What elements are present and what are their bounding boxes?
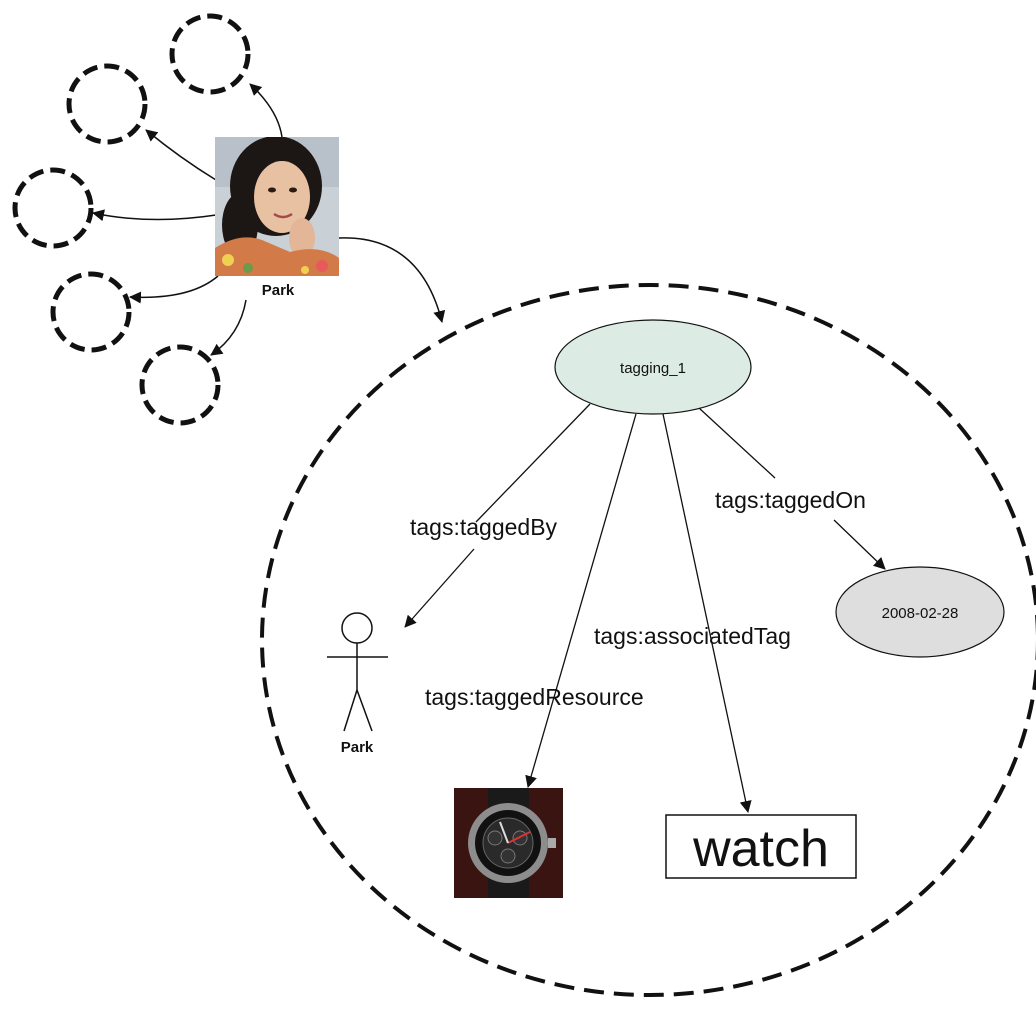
park-to-tagging-edge	[338, 237, 446, 323]
other-tagging-circles	[12, 13, 251, 426]
date-node	[835, 566, 1005, 658]
park-edge	[92, 209, 217, 222]
other-tagging-circle	[66, 63, 148, 145]
associated-tag-label: tags:associatedTag	[594, 623, 791, 649]
associated-tag-edge	[662, 413, 752, 813]
tagger-label: Park	[341, 739, 374, 756]
park-edge	[210, 299, 247, 356]
tagged-on-edge-head	[833, 519, 886, 570]
other-tagging-circle	[169, 13, 251, 95]
park-photo	[215, 137, 339, 276]
park-photo-label: Park	[262, 282, 295, 299]
tagging-edges	[404, 403, 886, 813]
tagged-by-edge	[475, 403, 591, 523]
tagged-resource-edge	[525, 413, 637, 788]
other-tagging-circle	[139, 344, 221, 426]
park-edges	[92, 83, 446, 356]
park-edge	[145, 129, 217, 181]
tag-word: watch	[692, 820, 829, 878]
tagged-on-edge	[698, 407, 776, 479]
tagging-node	[554, 319, 752, 415]
tagged-resource-label: tags:taggedResource	[425, 684, 644, 710]
tagged-by-edge-head	[404, 548, 475, 628]
tagged-by-label: tags:taggedBy	[410, 514, 558, 540]
stick-figure-icon	[327, 612, 388, 732]
tagging-scope-circle	[260, 283, 1036, 997]
other-tagging-circle	[12, 167, 94, 249]
tagged-on-label: tags:taggedOn	[715, 487, 866, 513]
date-node-label: 2008-02-28	[882, 605, 959, 622]
tagging-node-label: tagging_1	[620, 360, 686, 377]
tag-word-box	[665, 814, 857, 879]
other-tagging-circle	[50, 271, 132, 353]
park-edge	[249, 83, 283, 138]
park-edge	[129, 275, 219, 304]
watch-photo	[454, 788, 563, 898]
